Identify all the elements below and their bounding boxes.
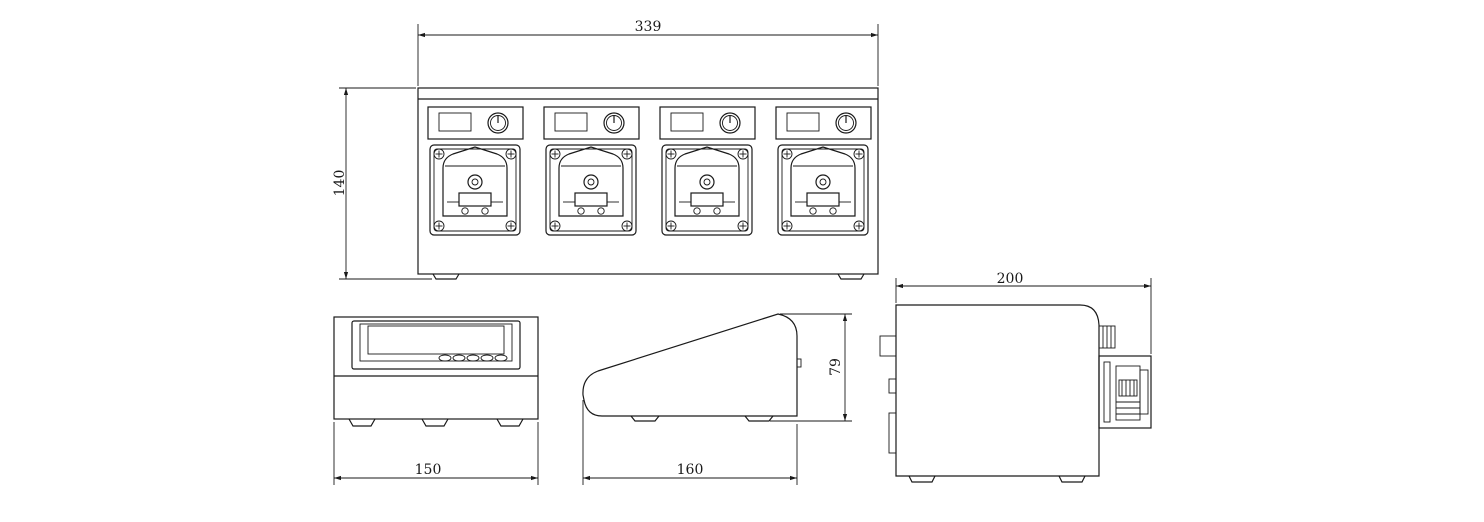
dimension-height-wedge: 79 bbox=[770, 313, 852, 422]
dimension-label-79: 79 bbox=[828, 358, 844, 376]
front-view bbox=[417, 87, 879, 280]
dimension-width-front: 339 bbox=[417, 19, 879, 86]
dimension-label-339: 339 bbox=[635, 19, 662, 35]
pump-head-3 bbox=[659, 106, 756, 236]
left-side-view bbox=[333, 316, 539, 427]
wedge-side-view bbox=[582, 313, 802, 422]
dimension-width-side: 150 bbox=[333, 422, 539, 485]
dimension-label-160: 160 bbox=[677, 462, 704, 478]
dimension-depth-wedge: 160 bbox=[582, 400, 798, 485]
dimension-label-140: 140 bbox=[332, 170, 348, 197]
right-side-view bbox=[879, 304, 1152, 483]
pump-head-group bbox=[427, 106, 872, 236]
button-row bbox=[438, 354, 508, 362]
pump-head-4 bbox=[775, 106, 872, 236]
dimension-label-150: 150 bbox=[415, 462, 442, 478]
dimension-label-200: 200 bbox=[997, 271, 1024, 287]
pump-head-1 bbox=[427, 106, 524, 236]
pump-head-2 bbox=[543, 106, 640, 236]
dimension-depth-right: 200 bbox=[895, 271, 1152, 354]
dimension-height-front: 140 bbox=[332, 87, 432, 280]
